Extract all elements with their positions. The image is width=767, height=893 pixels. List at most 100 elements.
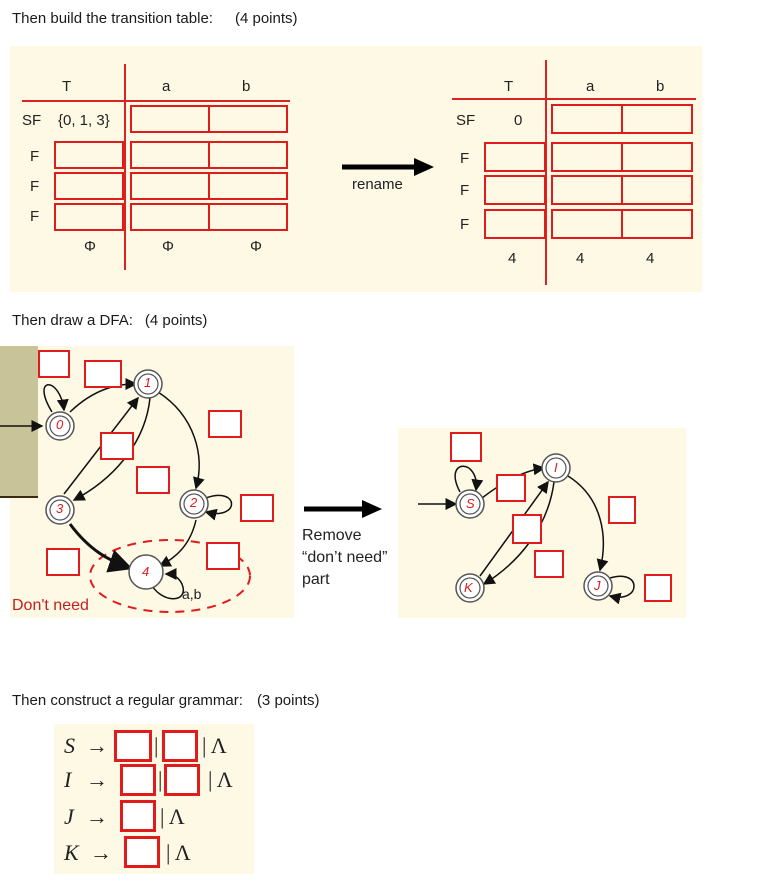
dfa-blank-box[interactable]	[136, 466, 170, 494]
dfa-section-heading: Then draw a DFA: (4 points)	[12, 312, 207, 329]
header-b: b	[656, 78, 665, 95]
dfa-state-s	[455, 489, 485, 519]
dfa-blank-box[interactable]	[496, 474, 526, 502]
sidebar-rule	[0, 496, 38, 498]
table-divider-horizontal	[452, 98, 696, 100]
table-cell-blank[interactable]	[208, 172, 288, 200]
dfa-blank-box[interactable]	[450, 432, 482, 462]
loop-label-ab: a,b	[182, 586, 202, 602]
lambda-alternative: | Λ	[160, 804, 185, 829]
table-divider-horizontal	[22, 100, 290, 102]
table-cell-blank[interactable]	[208, 141, 288, 169]
lambda-alternative: | Λ	[166, 840, 191, 865]
table-cell-blank[interactable]	[130, 203, 210, 231]
table-cell-blank[interactable]	[484, 209, 546, 239]
dead-state-number: 4	[646, 250, 655, 267]
table-cell-blank[interactable]	[621, 142, 693, 172]
row-label-sf: SF	[22, 112, 42, 129]
dfa-state-i	[541, 453, 571, 483]
table-cell-blank[interactable]	[130, 105, 210, 133]
rename-label: rename	[352, 176, 403, 193]
table-cell-blank[interactable]	[621, 104, 693, 134]
dfa-state-4	[128, 554, 164, 590]
table-cell-blank[interactable]	[208, 105, 288, 133]
dfa-state-j	[583, 571, 613, 601]
dead-state-number: 4	[576, 250, 585, 267]
table-cell-blank[interactable]	[551, 209, 623, 239]
table-cell-blank[interactable]	[54, 203, 124, 231]
header-t: T	[504, 78, 514, 95]
table-cell-blank[interactable]	[130, 172, 210, 200]
start-state-set: {0, 1, 3}	[58, 112, 110, 129]
row-label-f: F	[30, 178, 40, 195]
table-cell-blank[interactable]	[551, 104, 623, 134]
dfa-state-k	[455, 573, 485, 603]
remove-label-line: Remove	[302, 527, 362, 544]
dfa-blank-box[interactable]	[84, 360, 122, 388]
rule-lhs: S	[64, 733, 75, 758]
table-cell-blank[interactable]	[621, 175, 693, 205]
header-b: b	[242, 78, 251, 95]
state-label-2: 2	[190, 495, 198, 510]
table-cell-blank[interactable]	[54, 172, 124, 200]
table-cell-blank[interactable]	[54, 141, 124, 169]
header-t: T	[62, 78, 72, 95]
remove-label-line: “don’t need”	[302, 549, 388, 566]
dfa-blank-box[interactable]	[208, 410, 242, 438]
dfa-state-0	[45, 411, 75, 441]
table-cell-blank[interactable]	[621, 209, 693, 239]
table-cell-blank[interactable]	[551, 142, 623, 172]
alternation-symbol: |	[158, 767, 163, 792]
table-cell-blank[interactable]	[484, 175, 546, 205]
dfa-blank-box[interactable]	[534, 550, 564, 578]
table-cell-blank[interactable]	[130, 141, 210, 169]
arrow-icon: →	[86, 804, 108, 829]
start-state-number: 0	[514, 112, 523, 129]
table-cell-blank[interactable]	[551, 175, 623, 205]
rule-lhs: I	[64, 767, 72, 792]
grammar-blank-box[interactable]	[124, 836, 160, 868]
dfa-blank-box[interactable]	[608, 496, 636, 524]
dfa-section-points: (4 points)	[144, 312, 208, 329]
rule-lhs: K	[64, 840, 79, 865]
grammar-section-points: (3 points)	[256, 692, 320, 709]
dfa-blank-box[interactable]	[644, 574, 672, 602]
row-label-f: F	[30, 148, 40, 165]
table-section-points: (4 points)	[234, 10, 298, 27]
dfa-state-2	[179, 489, 209, 519]
dfa-blank-box[interactable]	[240, 494, 274, 522]
grammar-blank-box[interactable]	[114, 730, 152, 762]
lambda-alternative: | Λ	[202, 733, 227, 758]
dfa-blank-box[interactable]	[206, 542, 240, 570]
grammar-blank-box[interactable]	[120, 764, 156, 796]
row-label-f: F	[460, 150, 470, 167]
table-section-heading: Then build the transition table:(4 point…	[12, 10, 298, 27]
lambda-alternative: | Λ	[208, 767, 233, 792]
dfa-section-label: Then draw a DFA:	[12, 312, 133, 329]
grammar-blank-box[interactable]	[164, 764, 200, 796]
dfa-state-3	[45, 495, 75, 525]
table-cell-blank[interactable]	[484, 142, 546, 172]
grammar-section-label: Then construct a regular grammar:	[12, 692, 243, 709]
state-label-j: J	[594, 578, 601, 593]
dfa-blank-box[interactable]	[46, 548, 80, 576]
remove-label-line: part	[302, 571, 330, 588]
table-cell-blank[interactable]	[208, 203, 288, 231]
header-a: a	[586, 78, 595, 95]
arrow-icon: →	[86, 767, 108, 792]
row-label-f: F	[460, 182, 470, 199]
dfa-blank-box[interactable]	[38, 350, 70, 378]
dfa-blank-box[interactable]	[100, 432, 134, 460]
table-divider-vertical	[124, 64, 126, 270]
grammar-blank-box[interactable]	[162, 730, 198, 762]
state-label-1: 1	[144, 375, 152, 390]
state-label-0: 0	[56, 417, 64, 432]
dead-state-number: 4	[508, 250, 517, 267]
row-label-sf: SF	[456, 112, 476, 129]
dfa-blank-box[interactable]	[512, 514, 542, 544]
state-label-s: S	[466, 496, 475, 511]
alternation-symbol: |	[154, 733, 159, 758]
dfa-pruned-diagram	[418, 453, 635, 605]
header-a: a	[162, 78, 171, 95]
grammar-blank-box[interactable]	[120, 800, 156, 832]
